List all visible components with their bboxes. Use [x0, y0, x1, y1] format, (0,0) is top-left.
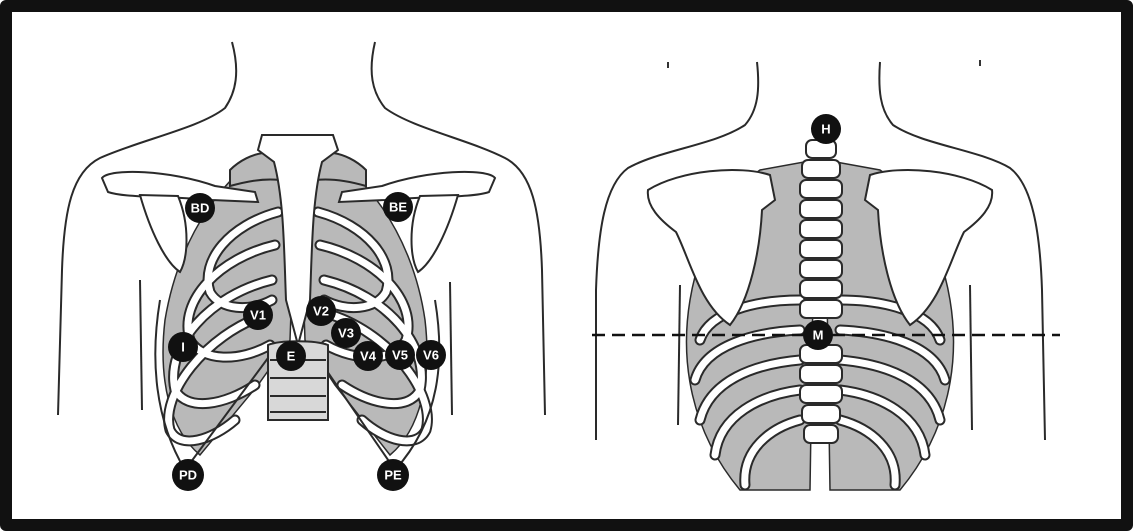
electrode-pe: PE: [377, 459, 409, 491]
electrode-m-label: M: [813, 328, 824, 343]
electrode-pe-label: PE: [384, 468, 402, 483]
electrode-pd: PD: [172, 459, 204, 491]
electrode-h-label: H: [821, 122, 830, 137]
electrode-v6: V6: [416, 340, 446, 370]
electrode-v1: V1: [243, 300, 273, 330]
electrode-e: E: [276, 341, 306, 371]
electrode-h: H: [811, 114, 841, 144]
electrode-v2-label: V2: [313, 304, 329, 319]
front-view: [58, 42, 545, 470]
electrode-v1-label: V1: [250, 308, 266, 323]
electrode-v5-label: V5: [392, 348, 408, 363]
electrode-v6-label: V6: [423, 348, 439, 363]
back-neck-marks: [668, 60, 980, 68]
electrode-v4: V4: [353, 341, 383, 371]
electrode-v3-label: V3: [338, 326, 354, 341]
electrode-i: I: [168, 332, 198, 362]
electrode-m: M: [803, 320, 833, 350]
electrode-v5: V5: [385, 340, 415, 370]
electrode-bd-label: BD: [191, 201, 210, 216]
electrode-e-label: E: [287, 349, 296, 364]
electrode-be: BE: [383, 192, 413, 222]
electrode-be-label: BE: [389, 200, 407, 215]
electrode-bd: BD: [185, 193, 215, 223]
electrode-pd-label: PD: [179, 468, 197, 483]
back-spine: [800, 140, 842, 443]
electrode-v4-label: V4: [360, 349, 377, 364]
electrode-i-label: I: [181, 340, 185, 355]
electrode-v2: V2: [306, 296, 336, 326]
electrode-v3: V3: [331, 318, 361, 348]
